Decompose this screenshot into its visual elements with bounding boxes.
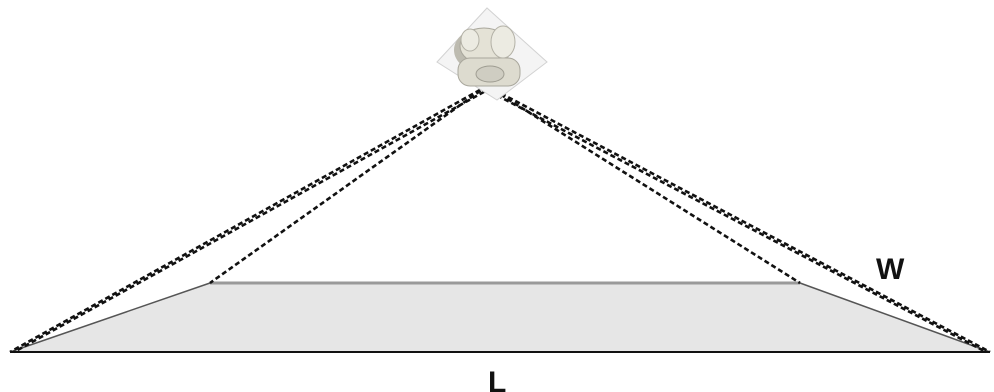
beam-front-right-2 <box>482 86 987 354</box>
beam-front-left-2 <box>13 86 492 354</box>
width-label: W <box>876 253 905 286</box>
beam-back-right <box>486 84 801 285</box>
floor-right-edge <box>799 282 991 353</box>
beam-front-right <box>486 84 991 354</box>
beam-back-left <box>209 84 488 285</box>
detection-beams <box>9 84 991 354</box>
beam-front-left <box>9 84 488 354</box>
length-label: L <box>488 366 506 392</box>
floor-left-edge <box>9 282 211 353</box>
ceiling-motion-sensor-icon <box>436 7 548 101</box>
coverage-floor-area <box>10 283 990 352</box>
